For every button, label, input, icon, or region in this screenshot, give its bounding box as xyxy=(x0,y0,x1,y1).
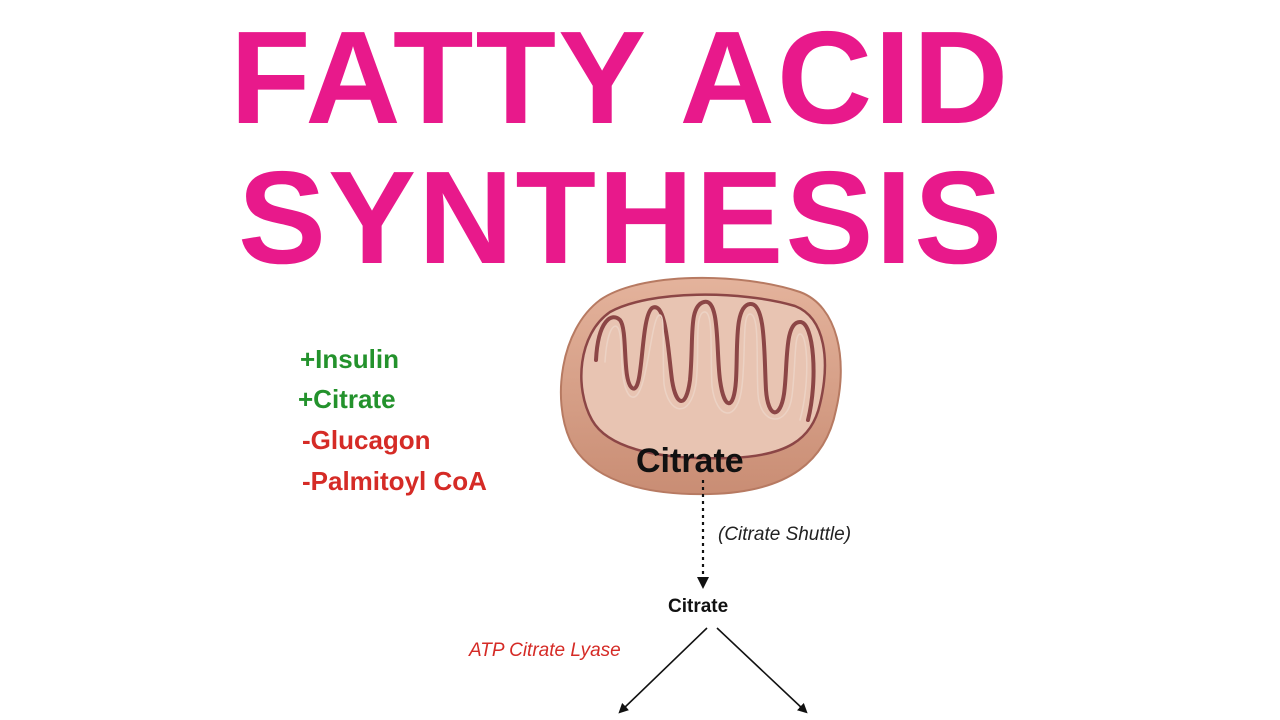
title-line-2: SYNTHESIS xyxy=(238,144,1005,291)
citrate-shuttle-arrowhead xyxy=(697,577,709,589)
mitochondrion-cristae xyxy=(594,299,816,422)
mitochondrion-cristae-inner xyxy=(604,311,808,421)
branch-arrow-left xyxy=(618,627,708,714)
atp-citrate-lyase-label: ATP Citrate Lyase xyxy=(469,640,621,661)
citrate-shuttle-label: (Citrate Shuttle) xyxy=(718,524,852,545)
branch-arrow-right xyxy=(716,627,808,714)
title-line-1: FATTY ACID xyxy=(230,4,1011,151)
regulator-palmitoyl-coa: -Palmitoyl CoA xyxy=(302,466,487,496)
regulator-glucagon: -Glucagon xyxy=(302,425,431,455)
cytosolic-citrate-label: Citrate xyxy=(668,596,729,617)
mitochondrion-citrate-label: Citrate xyxy=(636,442,744,480)
regulator-citrate: +Citrate xyxy=(298,384,396,414)
regulator-insulin: +Insulin xyxy=(300,344,399,374)
